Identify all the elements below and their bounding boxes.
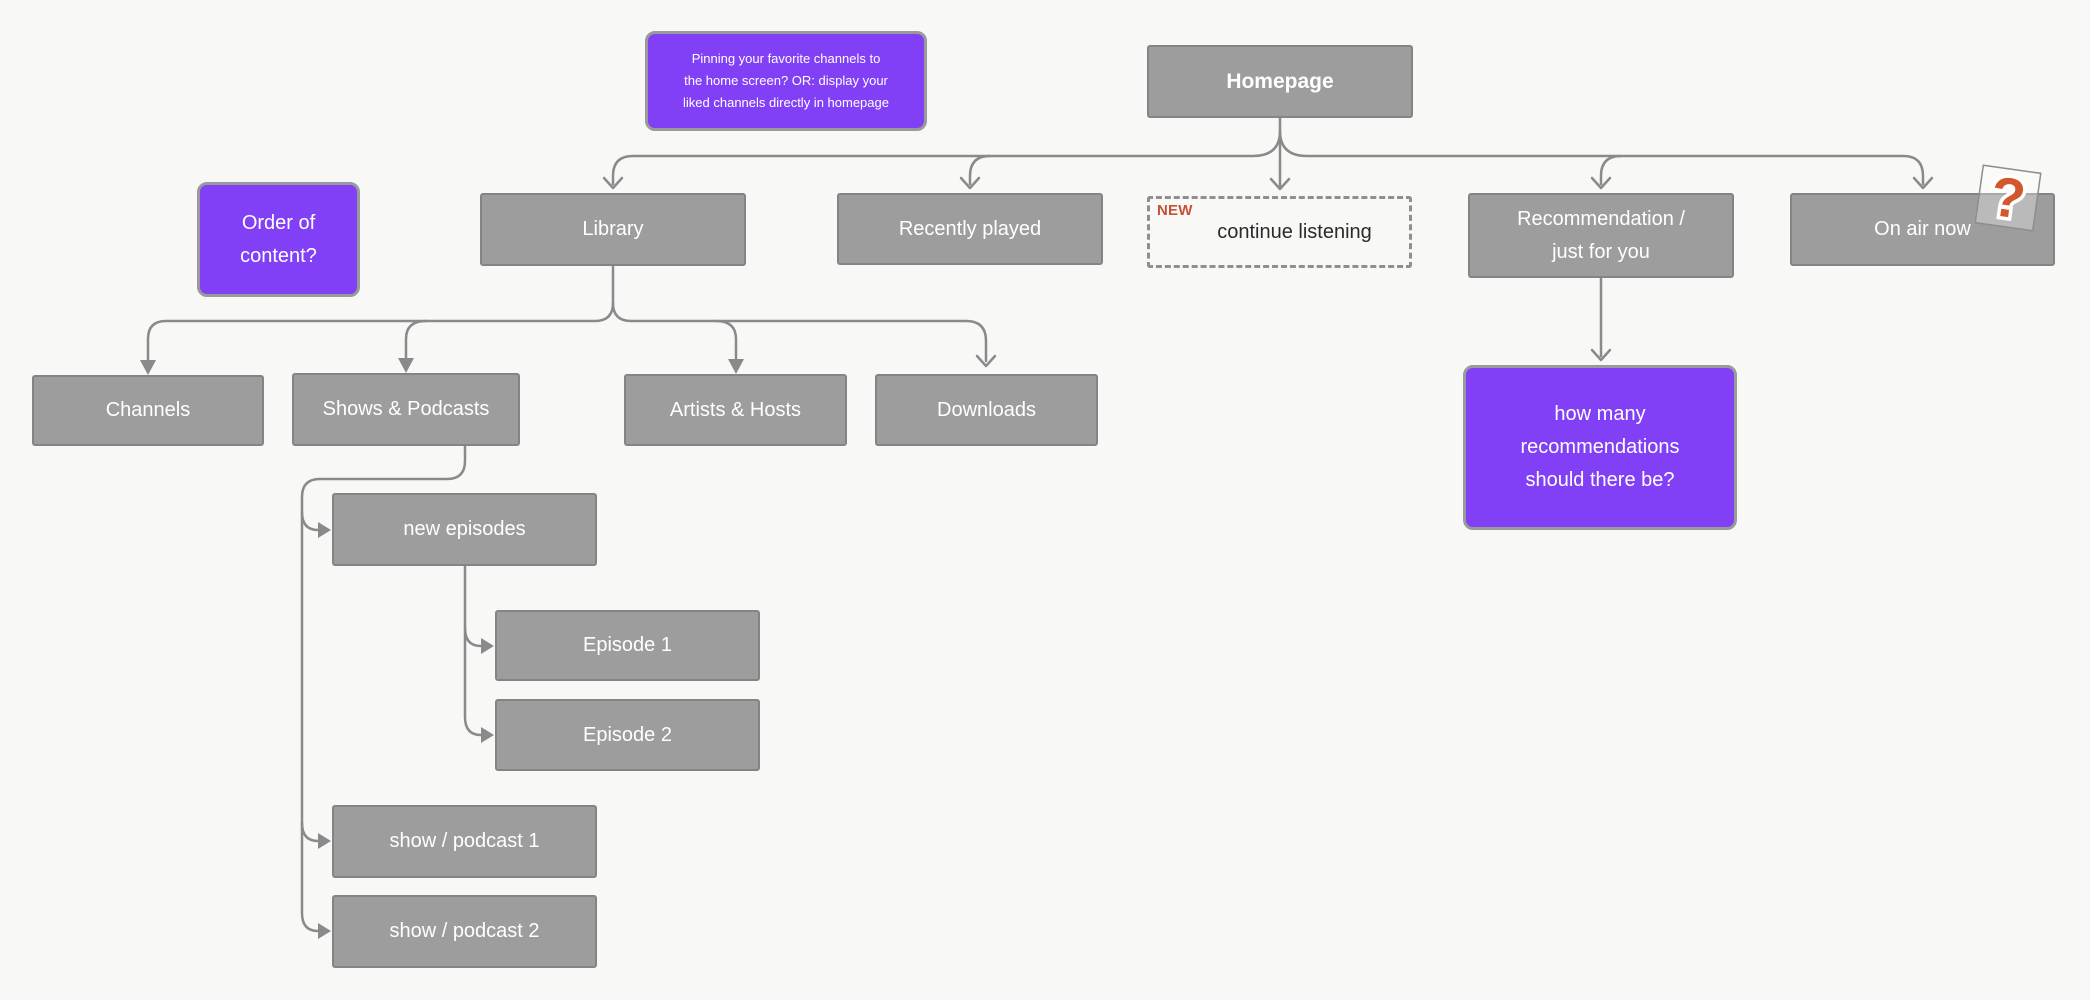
edges-homepage-children — [602, 116, 1934, 191]
node-label: Episode 2 — [583, 723, 672, 746]
node-recommendation[interactable]: Recommendation / just for you — [1468, 193, 1734, 278]
node-show-podcast-2[interactable]: show / podcast 2 — [332, 895, 597, 968]
node-downloads[interactable]: Downloads — [875, 374, 1098, 446]
node-continue-listening[interactable]: NEW continue listening — [1147, 196, 1412, 268]
node-label: show / podcast 1 — [389, 830, 540, 852]
sticky-note-text: Order of content? — [240, 211, 317, 267]
question-mark-icon: ? — [1974, 160, 2042, 235]
node-channels[interactable]: Channels — [32, 375, 264, 446]
node-label: continue listening — [1217, 220, 1372, 243]
node-label: Recently played — [898, 217, 1042, 240]
node-shows-podcasts[interactable]: Shows & Podcasts — [292, 373, 520, 446]
node-episode-1[interactable]: Episode 1 — [495, 610, 760, 681]
node-label: On air now — [1874, 218, 1971, 240]
node-label: Channels — [105, 399, 191, 421]
node-label: Homepage — [1226, 69, 1334, 93]
node-label: Artists & Hosts — [669, 398, 802, 421]
question-sticker[interactable]: ? — [1965, 155, 2051, 241]
node-homepage[interactable]: Homepage — [1147, 45, 1413, 118]
edges-new-episodes-children — [463, 564, 494, 743]
edge-recommendation-note — [1590, 276, 1612, 362]
node-recently-played[interactable]: Recently played — [837, 193, 1103, 265]
node-label: Shows & Podcasts — [322, 398, 490, 420]
node-artists-hosts[interactable]: Artists & Hosts — [624, 374, 847, 446]
node-label: show / podcast 2 — [389, 920, 540, 942]
node-library[interactable]: Library — [480, 193, 746, 266]
node-label: Downloads — [937, 398, 1036, 421]
sticky-note-recommendation-count[interactable]: how many recommendations should there be… — [1463, 365, 1737, 530]
edges-shows-children — [300, 444, 467, 939]
node-label: Episode 1 — [583, 634, 672, 656]
edges-library-children — [140, 264, 997, 375]
new-badge: NEW — [1157, 202, 1193, 219]
node-on-air-now[interactable]: On air now — [1790, 193, 2055, 266]
node-label: new episodes — [403, 518, 526, 540]
node-show-podcast-1[interactable]: show / podcast 1 — [332, 805, 597, 878]
node-new-episodes[interactable]: new episodes — [332, 493, 597, 566]
sticky-note-text: Pinning your favorite channels to the ho… — [683, 51, 889, 110]
sticky-note-order-of-content[interactable]: Order of content? — [197, 182, 360, 297]
sticky-note-pinning[interactable]: Pinning your favorite channels to the ho… — [645, 31, 927, 131]
node-label: Recommendation / just for you — [1517, 207, 1685, 263]
node-label: Library — [582, 218, 644, 240]
node-episode-2[interactable]: Episode 2 — [495, 699, 760, 771]
sticky-note-text: how many recommendations should there be… — [1520, 403, 1680, 491]
